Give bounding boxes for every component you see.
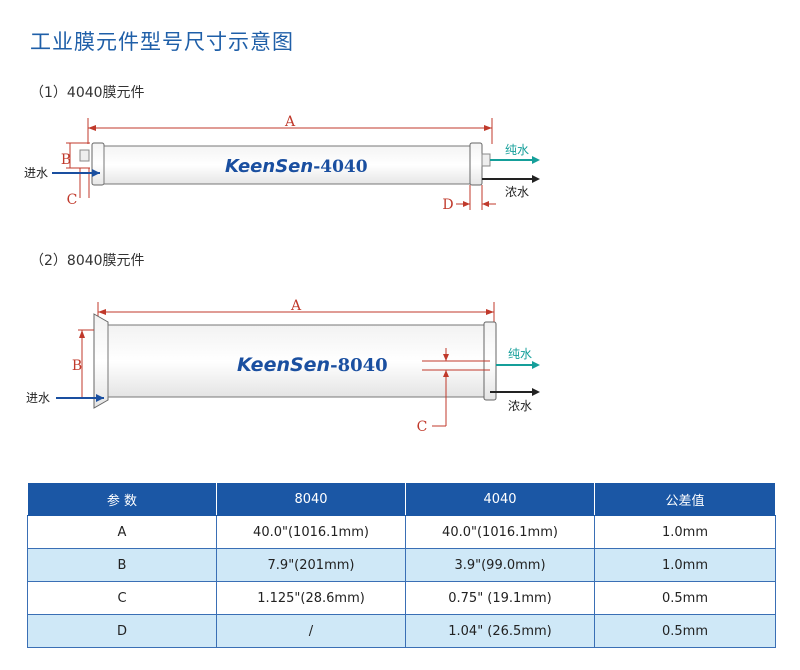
table-cell: 1.0mm	[594, 515, 776, 549]
dimension-a: A	[97, 298, 495, 322]
brand-logo-8040: KeenSen-8040	[237, 354, 388, 376]
table-row: C 1.125"(28.6mm) 0.75" (19.1mm) 0.5mm	[27, 581, 776, 615]
membrane-tube-4040	[103, 145, 471, 185]
table-cell: 7.9"(201mm)	[216, 548, 406, 582]
membrane-tube-8040	[107, 324, 485, 398]
table-row: D / 1.04" (26.5mm) 0.5mm	[27, 614, 776, 648]
header-4040: 4040	[405, 482, 595, 516]
permeate-label: 纯水	[508, 347, 532, 361]
concentrate-label: 浓水	[505, 185, 529, 199]
diagram-4040: A KeenSen-4040 B C 进水 纯水 浓水 D	[24, 114, 540, 213]
concentrate-label: 浓水	[508, 399, 532, 413]
section-heading-4040: （1）4040膜元件	[30, 85, 145, 101]
page-title: 工业膜元件型号尺寸示意图	[30, 30, 294, 54]
dimension-a: A	[87, 114, 493, 144]
table-cell: 1.125"(28.6mm)	[216, 581, 406, 615]
svg-text:D: D	[442, 197, 453, 213]
table-cell: 1.0mm	[594, 548, 776, 582]
svg-text:B: B	[72, 358, 82, 374]
header-tolerance: 公差值	[594, 482, 776, 516]
table-cell: C	[27, 581, 217, 615]
dimensions-table: 参 数 8040 4040 公差值 A 40.0"(1016.1mm) 40.0…	[27, 482, 776, 648]
header-8040: 8040	[216, 482, 406, 516]
table-cell: /	[216, 614, 406, 648]
table-cell: D	[27, 614, 217, 648]
svg-text:C: C	[417, 419, 428, 435]
svg-text:A: A	[290, 298, 302, 314]
table-header-row: 参 数 8040 4040 公差值	[27, 482, 776, 516]
table-cell: 0.5mm	[594, 581, 776, 615]
dimension-d: D	[442, 185, 496, 213]
dimension-b: B	[61, 142, 90, 169]
table-cell: 40.0"(1016.1mm)	[216, 515, 406, 549]
table-cell: 0.75" (19.1mm)	[405, 581, 595, 615]
dimension-b: B	[72, 329, 94, 398]
brand-logo-4040: KeenSen-4040	[225, 156, 368, 177]
label-a: A	[284, 114, 296, 130]
table-cell: 40.0"(1016.1mm)	[405, 515, 595, 549]
permeate-label: 纯水	[505, 143, 529, 157]
table-cell: 3.9"(99.0mm)	[405, 548, 595, 582]
table-row: B 7.9"(201mm) 3.9"(99.0mm) 1.0mm	[27, 548, 776, 582]
dimension-c: C	[417, 348, 490, 435]
table-cell: A	[27, 515, 217, 549]
table-cell: B	[27, 548, 217, 582]
section-heading-8040: （2）8040膜元件	[30, 253, 145, 269]
inlet-label: 进水	[26, 391, 50, 405]
table-cell: 0.5mm	[594, 614, 776, 648]
svg-text:B: B	[61, 152, 71, 168]
table-cell: 1.04" (26.5mm)	[405, 614, 595, 648]
table-row: A 40.0"(1016.1mm) 40.0"(1016.1mm) 1.0mm	[27, 515, 776, 549]
diagram-8040: A KeenSen-8040 B 进水 C 纯水 浓水	[26, 298, 540, 435]
inlet-label: 进水	[24, 166, 48, 180]
header-param: 参 数	[27, 482, 217, 516]
svg-text:C: C	[67, 192, 78, 208]
